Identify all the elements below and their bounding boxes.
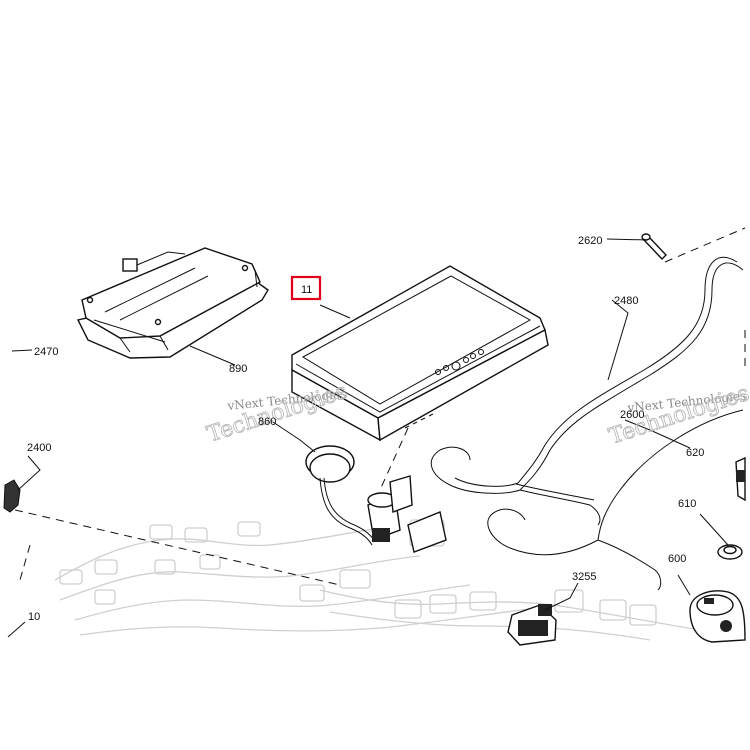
part-600-switch[interactable] — [689, 590, 746, 643]
part-860-connector[interactable] — [305, 445, 376, 546]
part-610-nut[interactable] — [717, 544, 743, 560]
part-2480-cable[interactable] — [430, 256, 744, 526]
callout-620[interactable]: 620 — [686, 447, 704, 459]
callout-890[interactable]: 890 — [229, 363, 247, 375]
callout-11-highlight-box — [290, 275, 322, 301]
part-2600-cable[interactable] — [487, 409, 744, 591]
callout-10[interactable]: 10 — [28, 611, 40, 623]
part-890-tray[interactable] — [76, 247, 269, 359]
callout-2620[interactable]: 2620 — [578, 235, 602, 247]
watermark-left: vNext Technologies Technologies — [204, 378, 351, 448]
callout-610[interactable]: 610 — [678, 498, 696, 510]
callout-11[interactable]: 11 — [301, 284, 312, 296]
callout-labels: 2620 11 2480 2470 890 2600 860 620 2400 … — [27, 235, 704, 623]
part-11-display[interactable] — [291, 265, 549, 442]
alignment-lines — [14, 227, 746, 586]
callout-2470[interactable]: 2470 — [34, 346, 58, 358]
part-2400-grommet[interactable] — [3, 479, 21, 513]
part-3255-clip[interactable] — [507, 604, 557, 646]
callout-2480[interactable]: 2480 — [614, 295, 638, 307]
callout-600[interactable]: 600 — [668, 553, 686, 565]
part-2620-pin[interactable] — [641, 233, 667, 261]
watermark-text-2: Technologies — [204, 379, 350, 448]
leader-lines — [7, 238, 729, 638]
connector-plug — [367, 475, 447, 553]
callout-3255[interactable]: 3255 — [572, 571, 596, 583]
wiring-harness — [54, 519, 701, 641]
callout-2400[interactable]: 2400 — [27, 442, 51, 454]
part-620-sensor[interactable] — [735, 456, 746, 502]
callout-2600[interactable]: 2600 — [620, 409, 644, 421]
callout-860[interactable]: 860 — [258, 416, 276, 428]
